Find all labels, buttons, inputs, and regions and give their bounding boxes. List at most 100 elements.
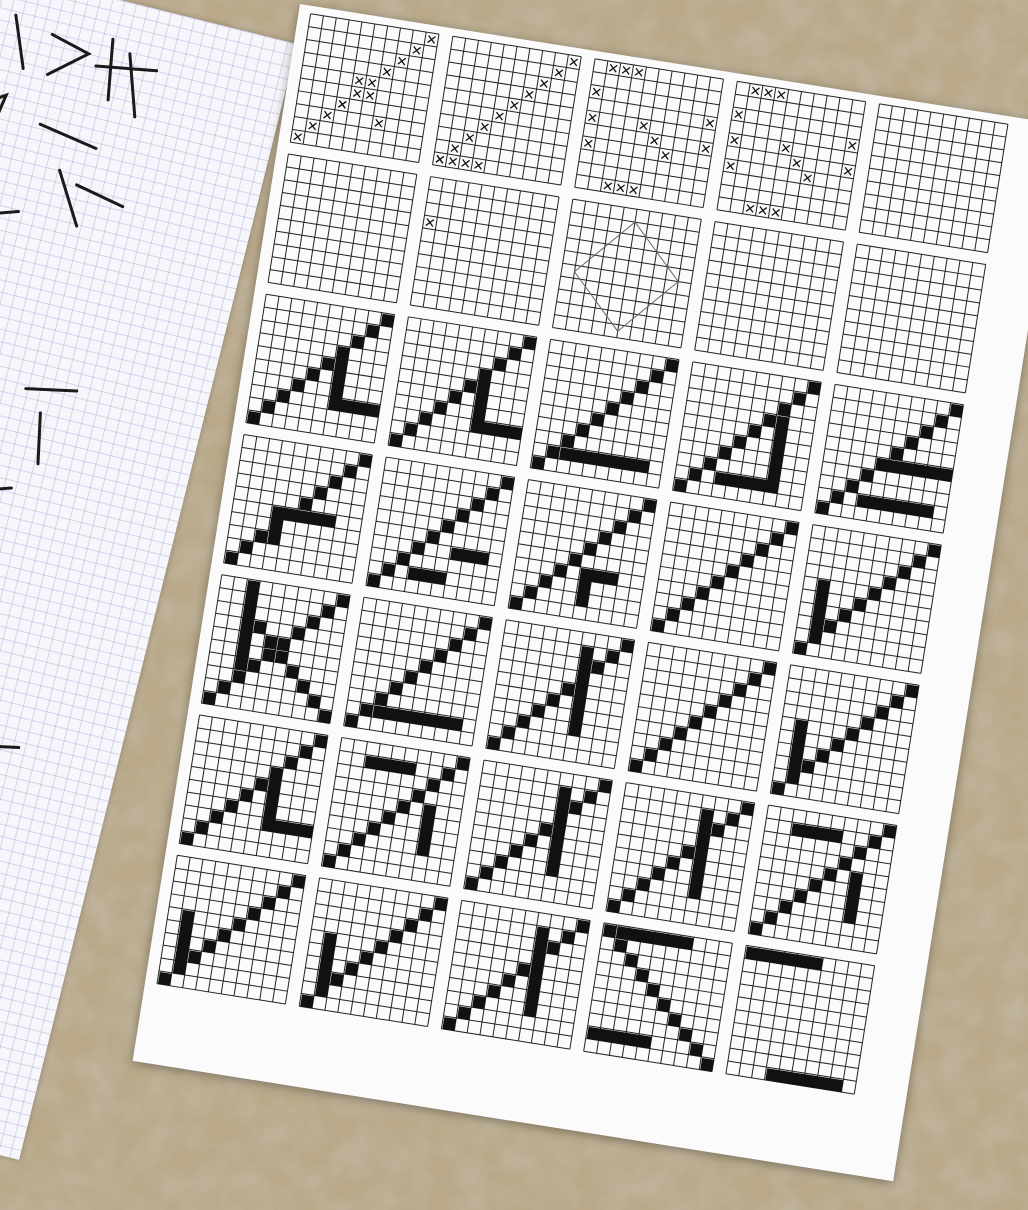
filled-cell bbox=[471, 498, 485, 512]
filled-cell bbox=[247, 659, 261, 673]
filled-cell bbox=[794, 641, 808, 655]
practice-grid bbox=[793, 525, 942, 674]
filled-cell bbox=[539, 823, 553, 837]
filled-cell bbox=[240, 789, 254, 803]
filled-cell bbox=[674, 727, 688, 741]
filled-cell bbox=[330, 973, 344, 987]
filled-cell bbox=[809, 879, 823, 893]
filled-cell bbox=[763, 662, 777, 676]
filled-cell bbox=[603, 924, 617, 938]
cross-mark bbox=[323, 111, 331, 119]
filled-cell bbox=[202, 691, 216, 705]
filled-cell bbox=[823, 620, 837, 634]
practice-grid bbox=[464, 760, 613, 909]
filled-cell bbox=[531, 456, 545, 470]
filled-cell bbox=[635, 380, 649, 394]
filled-bar bbox=[559, 447, 650, 473]
practice-grid bbox=[157, 855, 306, 1004]
filled-cell bbox=[598, 531, 612, 545]
filled-cell bbox=[838, 857, 852, 871]
cross-mark bbox=[584, 139, 592, 147]
cross-mark bbox=[368, 79, 376, 87]
filled-cell bbox=[531, 704, 545, 718]
filled-cell bbox=[464, 628, 478, 642]
filled-cell bbox=[711, 824, 725, 838]
practice-grid bbox=[628, 642, 777, 791]
filled-cell bbox=[359, 703, 373, 717]
cross-mark bbox=[661, 152, 669, 160]
filled-cell bbox=[158, 972, 172, 986]
cross-mark bbox=[481, 123, 489, 131]
cross-mark bbox=[804, 174, 812, 182]
cross-mark bbox=[782, 144, 790, 152]
filled-cell bbox=[547, 941, 561, 955]
filled-cell bbox=[749, 922, 763, 936]
filled-cell bbox=[637, 878, 651, 892]
filled-cell bbox=[689, 716, 703, 730]
filled-cell bbox=[898, 566, 912, 580]
filled-cell bbox=[554, 564, 568, 578]
cross-mark bbox=[726, 162, 734, 170]
filled-cell bbox=[277, 886, 291, 900]
filled-cell bbox=[299, 745, 313, 759]
practice-grid bbox=[224, 435, 373, 584]
filled-cell bbox=[277, 389, 291, 403]
cross-mark bbox=[635, 68, 643, 76]
filled-cell bbox=[382, 563, 396, 577]
practice-grid bbox=[486, 620, 635, 769]
filled-cell bbox=[412, 789, 426, 803]
cross-mark bbox=[353, 90, 361, 98]
cross-mark bbox=[366, 92, 374, 100]
cross-mark bbox=[570, 58, 578, 66]
filled-cell bbox=[292, 627, 306, 641]
filled-cell bbox=[493, 358, 507, 372]
filled-cell bbox=[794, 889, 808, 903]
filled-cell bbox=[718, 694, 732, 708]
filled-cell bbox=[668, 1013, 682, 1027]
filled-cell bbox=[404, 919, 418, 933]
filled-cell bbox=[853, 598, 867, 612]
filled-cell bbox=[861, 717, 875, 731]
filled-cell bbox=[314, 734, 328, 748]
practice-grid bbox=[410, 177, 559, 326]
cross-mark bbox=[309, 122, 317, 130]
filled-cell bbox=[517, 715, 531, 729]
filled-cell bbox=[674, 479, 688, 493]
filled-cell bbox=[748, 425, 762, 439]
filled-cell bbox=[816, 501, 830, 515]
filled-cell bbox=[389, 434, 403, 448]
filled-cell bbox=[419, 660, 433, 674]
practice-grid bbox=[321, 738, 470, 887]
filled-cell bbox=[584, 790, 598, 804]
practice-grid bbox=[673, 362, 822, 511]
practice-grid bbox=[726, 945, 875, 1094]
filled-cell bbox=[397, 552, 411, 566]
cross-mark bbox=[752, 87, 760, 95]
cross-mark bbox=[650, 137, 658, 145]
filled-cell bbox=[546, 445, 560, 459]
filled-cell bbox=[322, 854, 336, 868]
practice-grid bbox=[748, 805, 897, 954]
filled-cell bbox=[358, 454, 372, 468]
cross-mark bbox=[731, 136, 739, 144]
filled-cell bbox=[419, 412, 433, 426]
filled-cell bbox=[569, 553, 583, 567]
filled-cell bbox=[382, 811, 396, 825]
filled-cell bbox=[801, 760, 815, 774]
cross-mark bbox=[451, 144, 459, 152]
practice-grid bbox=[290, 14, 439, 163]
filled-cell bbox=[434, 649, 448, 663]
filled-cell bbox=[419, 908, 433, 922]
filled-cell bbox=[868, 587, 882, 601]
filled-cell bbox=[404, 671, 418, 685]
practice-grid bbox=[268, 154, 417, 303]
filled-cell bbox=[225, 799, 239, 813]
filled-cell bbox=[569, 801, 583, 815]
cross-mark bbox=[630, 186, 638, 194]
filled-cell bbox=[905, 684, 919, 698]
filled-cell bbox=[321, 357, 335, 371]
filled-cell bbox=[345, 714, 359, 728]
practice-grid bbox=[770, 665, 919, 814]
filled-cell bbox=[367, 574, 381, 588]
filled-cell bbox=[651, 619, 665, 633]
